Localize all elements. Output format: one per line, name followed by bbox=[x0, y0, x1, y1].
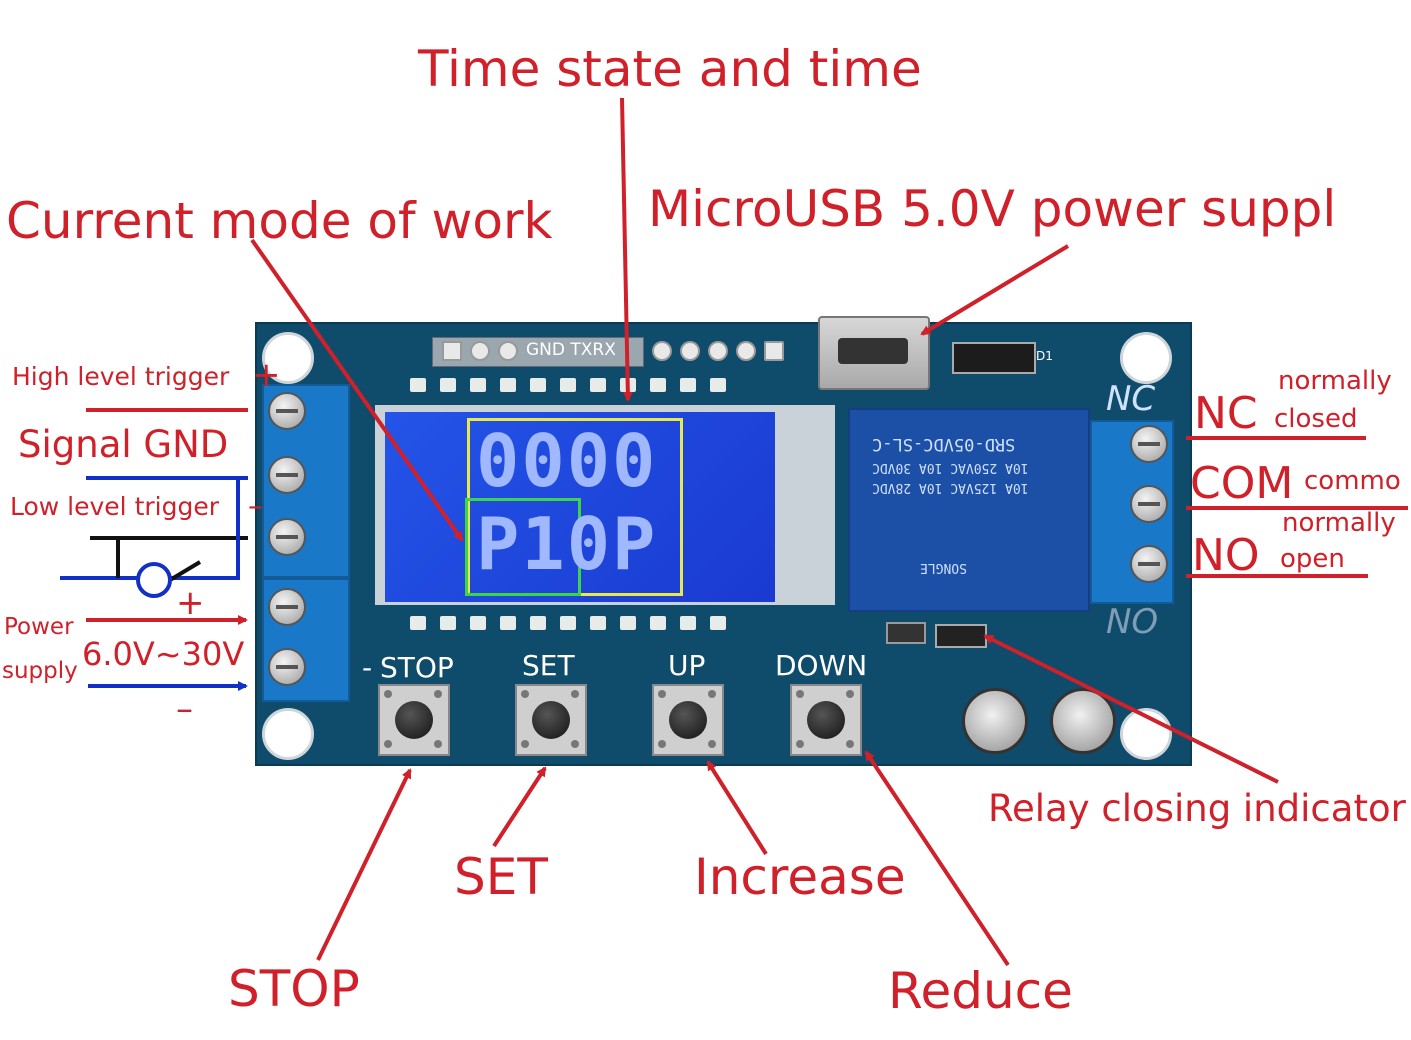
nc-screw bbox=[1130, 425, 1168, 463]
mounting-hole-bottom-left bbox=[262, 708, 314, 760]
set-arrow bbox=[492, 766, 547, 848]
header-label: GND TXRX bbox=[526, 340, 616, 360]
board-minus-label: - bbox=[362, 651, 373, 684]
power-minus-screw bbox=[268, 648, 306, 686]
set-button[interactable] bbox=[515, 684, 587, 756]
resistor bbox=[886, 622, 926, 644]
stop-button[interactable] bbox=[378, 684, 450, 756]
header-pin bbox=[736, 341, 756, 361]
time-state-arrow bbox=[620, 97, 633, 402]
callout-normally-closed-1: normally bbox=[1278, 366, 1392, 396]
time-display-value: 0000 bbox=[476, 419, 658, 503]
no-screw bbox=[1130, 545, 1168, 583]
mounting-hole-bottom-right bbox=[1120, 708, 1172, 760]
relay: SRD-05VDC-SL-C 10A 250VAC 10A 30VDC 10A … bbox=[848, 408, 1090, 612]
current-mode-arrow bbox=[250, 238, 464, 542]
low-trigger-screw bbox=[268, 518, 306, 556]
mode-display-box bbox=[465, 498, 581, 596]
down-button[interactable] bbox=[790, 684, 862, 756]
callout-time-state: Time state and time bbox=[418, 40, 922, 98]
microusb-arrow bbox=[920, 244, 1070, 336]
up-button-cap bbox=[669, 701, 707, 739]
up-button[interactable] bbox=[652, 684, 724, 756]
callout-reduce: Reduce bbox=[888, 962, 1073, 1020]
header-pin bbox=[708, 341, 728, 361]
callout-power-plus: + bbox=[176, 583, 205, 623]
header-pin bbox=[680, 341, 700, 361]
microusb-port bbox=[818, 316, 930, 390]
callout-com-suffix: commo bbox=[1304, 466, 1401, 496]
callout-current-mode: Current mode of work bbox=[6, 192, 553, 250]
callout-no: NO bbox=[1192, 530, 1260, 581]
reduce-arrow bbox=[864, 750, 1010, 967]
callout-high-trigger: High level trigger bbox=[12, 362, 230, 391]
power-plus-screw bbox=[268, 588, 306, 626]
capacitor bbox=[962, 688, 1028, 754]
callout-set: SET bbox=[454, 848, 548, 906]
signal-gnd-screw bbox=[268, 456, 306, 494]
callout-com: COM bbox=[1190, 458, 1294, 509]
header-pin bbox=[442, 341, 462, 361]
callout-signal-gnd: Signal GND bbox=[18, 423, 229, 466]
board-down-label: DOWN bbox=[775, 649, 868, 682]
set-button-cap bbox=[532, 701, 570, 739]
header-strip bbox=[432, 337, 644, 367]
switch-lever bbox=[168, 560, 202, 582]
callout-voltage: 6.0V~30V bbox=[82, 635, 245, 673]
callout-increase: Increase bbox=[694, 848, 906, 906]
callout-stop: STOP bbox=[228, 960, 360, 1018]
callout-high-plus: + bbox=[252, 355, 281, 395]
header-pin bbox=[652, 341, 672, 361]
board-up-label: UP bbox=[668, 649, 706, 682]
callout-normally-open-1: normally bbox=[1282, 508, 1396, 538]
callout-power: Power bbox=[4, 614, 74, 640]
stop-button-cap bbox=[395, 701, 433, 739]
com-screw bbox=[1130, 485, 1168, 523]
capacitor bbox=[1050, 688, 1116, 754]
callout-microusb: MicroUSB 5.0V power suppl bbox=[648, 180, 1337, 238]
board-no-label: NO bbox=[1106, 602, 1159, 642]
callout-nc: NC bbox=[1194, 388, 1258, 439]
stop-arrow bbox=[316, 768, 412, 961]
relay-indicator-arrow bbox=[983, 634, 1279, 784]
mounting-hole-top-left bbox=[262, 332, 314, 384]
callout-normally-open-2: open bbox=[1280, 544, 1345, 574]
down-button-cap bbox=[807, 701, 845, 739]
switch-contact bbox=[136, 562, 172, 598]
header-pin bbox=[764, 341, 784, 361]
board-set-label: SET bbox=[522, 649, 575, 682]
relay-indicator-led bbox=[935, 624, 987, 648]
callout-low-minus: – bbox=[248, 489, 263, 524]
mounting-hole-top-right bbox=[1120, 332, 1172, 384]
callout-power-minus: – bbox=[176, 689, 193, 729]
high-trigger-screw bbox=[268, 392, 306, 430]
header-pin bbox=[470, 341, 490, 361]
board-stop-label: STOP bbox=[380, 651, 454, 684]
increase-arrow bbox=[706, 760, 768, 856]
header-pin bbox=[498, 341, 518, 361]
callout-relay-indicator: Relay closing indicator bbox=[988, 787, 1406, 830]
callout-normally-closed-2: closed bbox=[1274, 404, 1358, 434]
mode-display-value: P10P bbox=[476, 502, 658, 586]
callout-low-trigger: Low level trigger bbox=[10, 492, 219, 521]
board-nc-label: NC bbox=[1106, 379, 1156, 419]
diode-d1 bbox=[952, 342, 1036, 374]
d1-label: D1 bbox=[1036, 349, 1053, 363]
callout-supply: supply bbox=[2, 658, 78, 684]
